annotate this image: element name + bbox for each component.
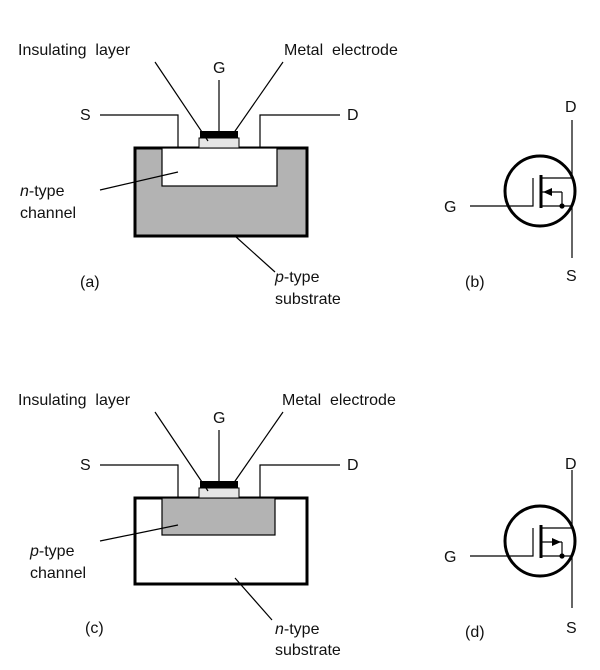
channel-pointer-c	[99, 524, 179, 542]
drain-label-b: D	[565, 99, 577, 116]
substrate-type-label-a: p-type	[274, 269, 320, 286]
source-label-b: S	[566, 268, 577, 285]
channel-word-label-c: channel	[30, 565, 86, 582]
insulating-layer-c	[198, 487, 240, 499]
insulating-layer-pointer-a	[154, 61, 209, 142]
caption-b: (b)	[465, 274, 485, 291]
source-lead-c	[100, 464, 179, 498]
channel-region-c	[161, 497, 276, 536]
symbol-circle-d	[503, 504, 577, 578]
metal-electrode-pointer-c	[232, 411, 284, 485]
caption-c: (c)	[85, 620, 104, 637]
metal-electrode-label-c: Metal electrode	[282, 392, 396, 409]
drain-label-a: D	[347, 107, 359, 124]
source-lead-a	[100, 114, 179, 148]
insulating-layer-label-a: Insulating layer	[18, 42, 131, 59]
channel-pointer-a	[99, 171, 179, 191]
diagram-a: Insulating layer G Metal electrode S D n…	[18, 42, 398, 308]
channel-type-label-a: n-type	[20, 183, 65, 200]
diagram-d: D G S (d)	[444, 456, 577, 641]
channel-region-a	[161, 147, 278, 187]
diagram-c: Insulating layer G Metal electrode S D p…	[18, 392, 396, 659]
source-label-d: S	[566, 620, 577, 637]
substrate-type-label-c: n-type	[275, 621, 320, 638]
symbol-circle-b	[503, 154, 577, 228]
insulating-layer-label-c: Insulating layer	[18, 392, 131, 409]
substrate-pointer-a	[234, 235, 276, 273]
source-label-c: S	[80, 457, 91, 474]
source-label-a: S	[80, 107, 91, 124]
drain-label-c: D	[347, 457, 359, 474]
metal-electrode-pointer-a	[232, 61, 284, 135]
metal-electrode-c	[200, 481, 238, 488]
diagram-b: D G S (b)	[444, 99, 577, 291]
gate-lead-b	[470, 178, 534, 207]
drain-lead-a	[259, 114, 340, 148]
caption-d: (d)	[465, 624, 485, 641]
channel-type-label-c: p-type	[29, 543, 75, 560]
channel-word-label-a: channel	[20, 205, 76, 222]
arrow-inward-icon	[543, 188, 552, 196]
substrate-word-label-a: substrate	[275, 291, 341, 308]
drain-lead-c	[259, 464, 340, 498]
gate-lead-d	[470, 528, 534, 557]
gate-label-a: G	[213, 60, 225, 77]
metal-electrode-label-a: Metal electrode	[284, 42, 398, 59]
substrate-pointer-c	[234, 577, 273, 621]
insulating-layer-a	[198, 137, 240, 149]
metal-electrode-a	[200, 131, 238, 138]
insulating-layer-pointer-c	[154, 411, 209, 492]
arrow-outward-icon	[552, 538, 561, 546]
junction-dot-b	[559, 203, 565, 209]
drain-label-d: D	[565, 456, 577, 473]
substrate-word-label-c: substrate	[275, 642, 341, 659]
gate-label-b: G	[444, 199, 456, 216]
caption-a: (a)	[80, 274, 100, 291]
junction-dot-d	[559, 553, 565, 559]
gate-label-c: G	[213, 410, 225, 427]
gate-label-d: G	[444, 549, 456, 566]
